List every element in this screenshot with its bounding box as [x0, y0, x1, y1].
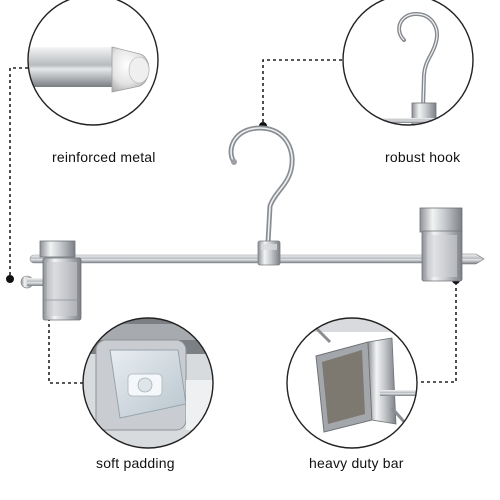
rod-end-cap-left-icon: [20, 275, 43, 289]
label-reinforced-metal: reinforced metal: [52, 149, 156, 165]
callout-line-bottom-right: [418, 282, 457, 383]
clip-left-icon: [39, 240, 82, 321]
clip-right-icon: [419, 207, 485, 282]
callout-lines: [9, 59, 457, 384]
detail-circle-heavy-duty-bar: [286, 317, 418, 449]
detail-circle-soft-padding: [82, 317, 214, 449]
callout-dot-top-left: [6, 275, 14, 283]
callout-line-top-left: [9, 67, 28, 277]
rod: [29, 254, 479, 264]
label-heavy-duty-bar: heavy duty bar: [309, 455, 404, 471]
label-soft-padding: soft padding: [96, 455, 175, 471]
label-robust-hook: robust hook: [385, 149, 461, 165]
detail-circle-robust-hook: [342, 0, 474, 126]
hanger-main: [20, 125, 485, 321]
callout-line-top-right: [262, 59, 342, 127]
detail-circle-reinforced-metal: [27, 0, 159, 126]
callout-line-bottom-left: [48, 306, 83, 384]
